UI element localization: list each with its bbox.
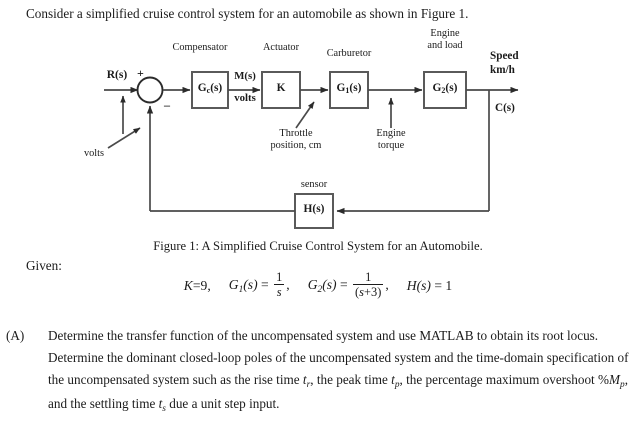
- question-part-5: due a unit step input.: [165, 396, 280, 411]
- symbol-max-overshoot-base: M: [609, 372, 620, 387]
- fraction-g2: 1(s+3): [353, 270, 384, 299]
- label-signal-ms: M(s): [234, 70, 256, 82]
- symbol-g2: G: [307, 277, 318, 293]
- equation-g2: G2(s) = 1(s+3),: [307, 270, 389, 300]
- label-engine-and-load-line2: and load: [427, 40, 463, 51]
- symbol-peak-time-sub: p: [394, 380, 400, 390]
- value-h: 1: [445, 278, 453, 293]
- question-part-2: , the peak time: [310, 372, 392, 387]
- label-carburetor: Carburetor: [326, 48, 372, 59]
- den-plus: +: [364, 285, 371, 299]
- block-label-actuator: K: [276, 82, 286, 94]
- block-label-carburetor: G1(s): [336, 82, 362, 95]
- summing-minus-sign: –: [164, 98, 170, 112]
- comma-g1: ,: [286, 277, 290, 293]
- den-number: 3: [371, 285, 378, 299]
- symbol-peak-time-base: t: [391, 372, 395, 387]
- symbol-max-overshoot: Mp: [609, 372, 625, 390]
- fraction-g2-numerator: 1: [365, 270, 372, 284]
- block-label-sensor: H(s): [303, 203, 325, 215]
- label-engine-torque-line2: torque: [377, 140, 405, 151]
- label-engine-torque-line1: Engine: [376, 128, 406, 139]
- block-diagram-figure: Compensator Actuator Carburetor Engine a…: [0, 28, 636, 236]
- symbol-peak-time: tp: [391, 372, 400, 390]
- question-part-1: Determine the transfer function of the u…: [48, 328, 629, 387]
- fraction-g2-denominator: (s+3): [353, 284, 384, 299]
- symbol-settling-time: ts: [158, 396, 166, 414]
- question-block: (A) Determine the transfer function of t…: [6, 325, 630, 417]
- equals-k: =: [192, 278, 201, 293]
- block-label-compensator: Gc(s): [197, 82, 223, 95]
- equation-h: H(s) = 1: [406, 278, 453, 293]
- symbol-settling-time-sub: s: [162, 404, 166, 414]
- symbol-h: H: [406, 278, 417, 293]
- symbol-g1-args: (s): [243, 277, 258, 293]
- label-input-volts: volts: [83, 148, 105, 159]
- fraction-g1-numerator: 1: [276, 270, 283, 284]
- symbol-g1-sub: 1: [238, 285, 244, 296]
- given-label: Given:: [26, 258, 62, 273]
- symbol-rise-time-sub: r: [306, 380, 311, 390]
- comma-g2: ,: [385, 277, 389, 293]
- symbol-k: K: [183, 278, 193, 293]
- symbol-g1: G: [228, 277, 239, 293]
- paren-close: ): [377, 285, 382, 299]
- figure-caption: Figure 1: A Simplified Cruise Control Sy…: [153, 239, 483, 253]
- symbol-max-overshoot-sub: p: [620, 380, 625, 390]
- question-label: (A): [6, 328, 25, 343]
- label-output-cs: C(s): [495, 102, 515, 114]
- paren-open: (: [355, 285, 360, 299]
- question-part-4: , and the settling time: [48, 372, 628, 411]
- equation-k: K=9,: [184, 278, 211, 294]
- label-sensor: sensor: [300, 179, 328, 190]
- summing-plus-sign: +: [137, 66, 144, 80]
- question-part-3: , the percentage maximum overshoot %: [399, 372, 609, 387]
- intro-paragraph: Consider a simplified cruise control sys…: [26, 6, 469, 21]
- symbol-g2-args: (s): [322, 277, 337, 293]
- block-diagram-svg: [104, 71, 519, 229]
- label-signal-ms-volts: volts: [234, 92, 256, 104]
- symbol-h-args: (s): [416, 278, 431, 293]
- label-throttle-line1: Throttle: [279, 128, 313, 139]
- label-speed-line2: km/h: [490, 64, 515, 76]
- label-actuator: Actuator: [262, 42, 300, 53]
- symbol-rise-time: tr: [302, 372, 311, 390]
- block-label-engine-and-load: G2(s): [432, 82, 458, 95]
- symbol-g2-sub: 2: [317, 285, 323, 296]
- label-input-rs: R(s): [106, 68, 128, 81]
- den-var: s: [359, 285, 364, 299]
- fraction-g1-denominator: s: [274, 284, 285, 299]
- value-k: 9: [200, 278, 208, 293]
- label-speed-line1: Speed: [490, 50, 519, 62]
- symbol-rise-time-base: t: [302, 372, 307, 387]
- symbol-settling-time-base: t: [158, 396, 163, 411]
- question-body: Determine the transfer function of the u…: [48, 325, 630, 417]
- comma-k: ,: [207, 278, 211, 293]
- label-throttle-line2: position, cm: [270, 140, 322, 151]
- label-engine-and-load-line1: Engine: [430, 28, 460, 39]
- label-compensator: Compensator: [172, 42, 228, 53]
